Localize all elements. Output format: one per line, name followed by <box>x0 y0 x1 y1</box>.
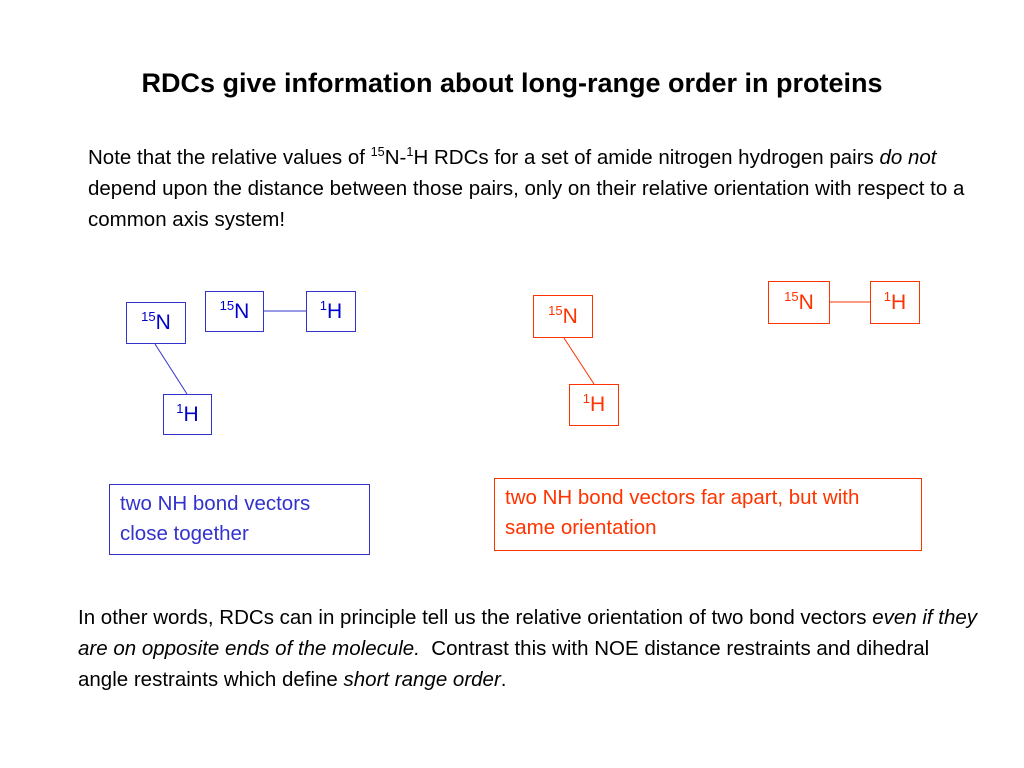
intro-sup-1: 1 <box>406 144 414 160</box>
intro-emphasis: do not <box>879 146 937 169</box>
atom-label: 15N <box>548 302 578 328</box>
atom-label: 1H <box>176 400 199 426</box>
nitrogen-atom-box: 15N <box>126 302 186 344</box>
caption-far-apart: two NH bond vectors far apart, but with … <box>494 478 922 551</box>
nitrogen-atom-box: 15N <box>533 295 593 338</box>
atom-label: 15N <box>219 297 250 323</box>
hydrogen-atom-box: 1H <box>870 281 920 324</box>
conclusion-paragraph: In other words, RDCs can in principle te… <box>78 602 978 695</box>
hydrogen-atom-box: 1H <box>569 384 619 426</box>
intro-text-2: H RDCs for a set of amide nitrogen hydro… <box>413 146 880 169</box>
conclusion-text-1: In other words, RDCs can in principle te… <box>78 606 873 629</box>
bond-line-right-diagonal <box>563 337 595 385</box>
intro-sup-15: 15 <box>370 144 385 160</box>
conclusion-text-3: . <box>500 668 507 691</box>
atom-label: 1H <box>883 288 907 314</box>
conclusion-text-2: Contrast this with NOE distance restrain… <box>78 637 935 691</box>
hydrogen-atom-box: 1H <box>163 394 212 435</box>
hydrogen-atom-box: 1H <box>306 291 356 332</box>
intro-paragraph: Note that the relative values of 15N-1H … <box>88 142 968 235</box>
slide-title: RDCs give information about long-range o… <box>141 68 883 98</box>
conclusion-emphasis-1: even if they are on opposite ends of the… <box>78 606 978 660</box>
atom-label: 15N <box>141 309 171 334</box>
caption-close-together: two NH bond vectors close together <box>109 484 370 555</box>
intro-text-3: depend upon the distance between those p… <box>88 177 965 231</box>
bond-line-left-diagonal <box>154 343 188 395</box>
nitrogen-atom-box: 15N <box>768 281 830 324</box>
intro-text-1: Note that the relative values of <box>88 146 371 169</box>
atom-label: 1H <box>582 391 606 416</box>
atom-label: 1H <box>319 297 343 323</box>
nitrogen-atom-box: 15N <box>205 291 264 332</box>
conclusion-emphasis-2: short range order <box>343 668 501 691</box>
intro-n-label: N- <box>384 146 407 169</box>
atom-label: 15N <box>784 288 814 314</box>
